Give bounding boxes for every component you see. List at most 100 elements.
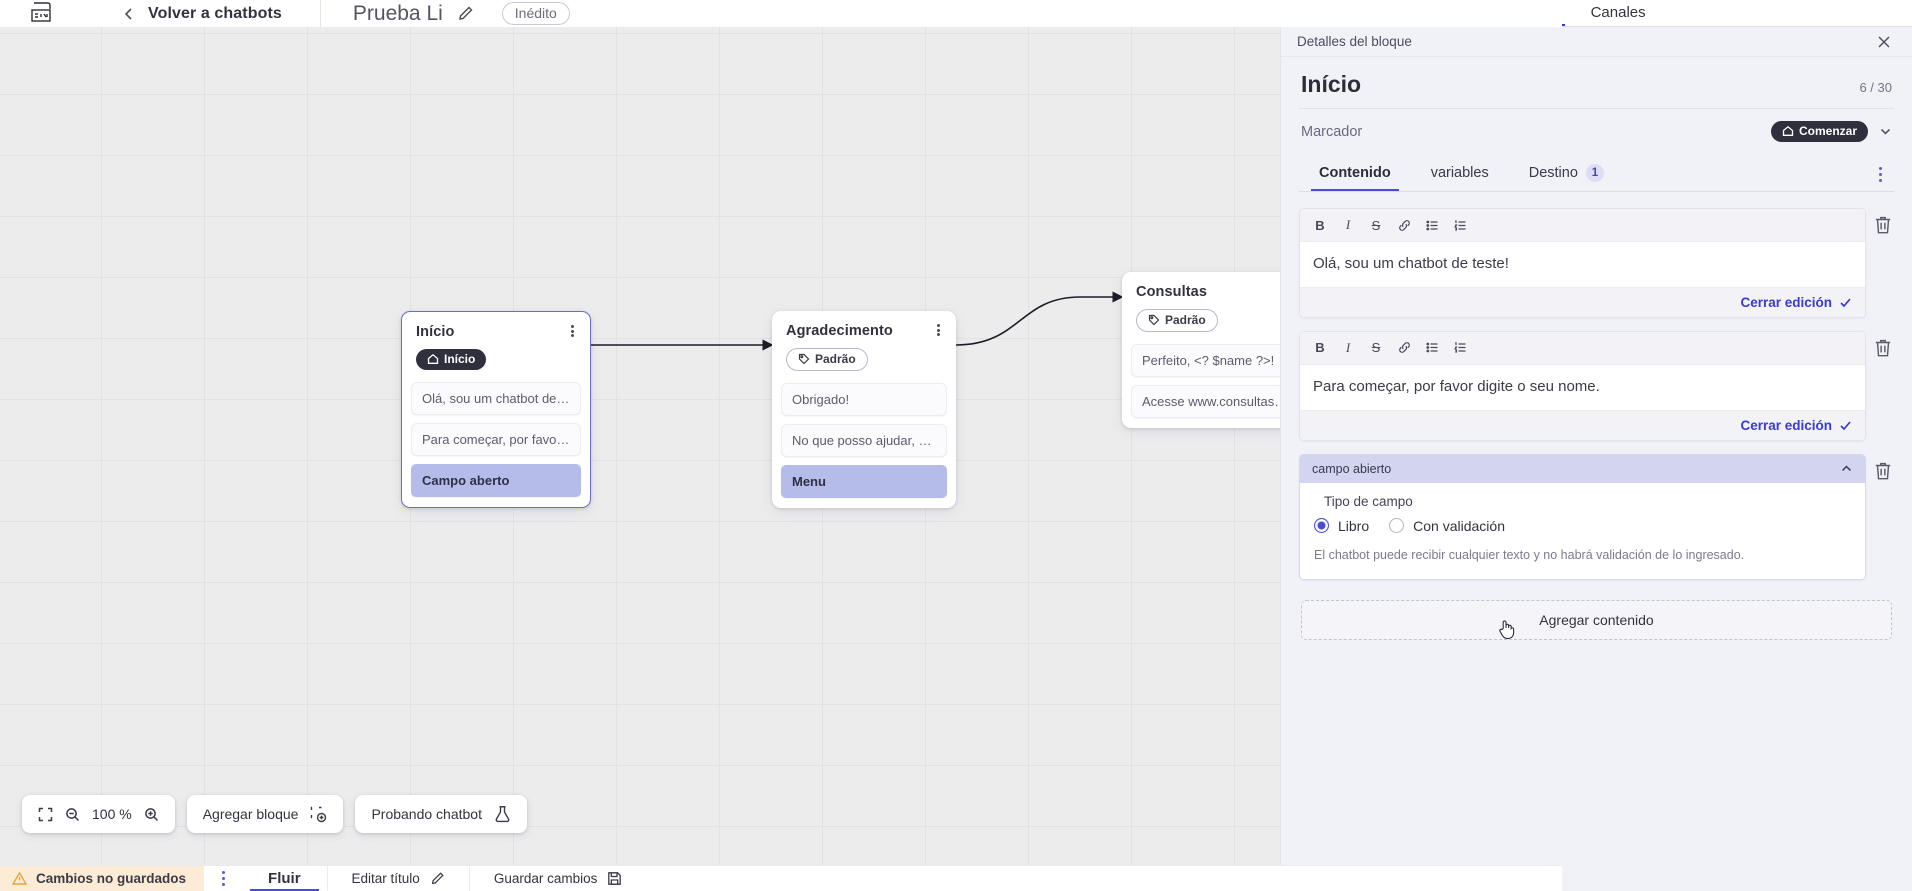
close-edit-link[interactable]: Cerrar edición (1740, 417, 1832, 433)
add-content-button[interactable]: Agregar contenido (1301, 600, 1892, 641)
field-card-title: campo abierto (1312, 461, 1392, 476)
node-title: Consultas (1136, 284, 1207, 300)
block-title: Início (1301, 71, 1362, 97)
numbered-list-icon[interactable] (1446, 214, 1474, 236)
marker-chip[interactable]: Comenzar (1770, 121, 1868, 142)
status-badge: Inédito (501, 2, 570, 25)
node-message[interactable]: Olá, sou um chatbot de teste! (411, 382, 581, 415)
node-message[interactable]: Obrigado! (781, 383, 947, 416)
chevron-down-icon[interactable] (1879, 125, 1892, 138)
editor-text[interactable]: Para começar, por favor digite o seu nom… (1313, 377, 1600, 395)
bold-icon[interactable]: B (1315, 217, 1325, 233)
trash-icon[interactable] (1872, 337, 1894, 359)
open-field-card[interactable]: campo abierto Tipo de campo Libro (1299, 453, 1866, 581)
node-message[interactable]: Perfeito, <? $name ?>! (1131, 344, 1301, 377)
link-icon[interactable] (1390, 214, 1418, 236)
field-card-body: Tipo de campo Libro Con validación (1300, 482, 1865, 580)
pencil-icon (431, 872, 444, 885)
node-highlight-row[interactable]: Campo aberto (411, 464, 581, 497)
strikethrough-icon[interactable]: S (1371, 217, 1381, 233)
save-changes-label: Guardar cambios (493, 871, 598, 886)
radio-dot (1314, 518, 1329, 533)
field-description: El chatbot puede recibir cualquier texto… (1314, 547, 1745, 562)
flask-icon (495, 806, 510, 823)
tag-icon (798, 353, 810, 365)
bullet-list-icon[interactable] (1418, 337, 1446, 359)
app-logo[interactable] (26, 0, 60, 27)
marker-chip-label: Comenzar (1798, 124, 1857, 138)
rich-text-editor[interactable]: B I S Olá, sou um chatbot de teste! Cerr… (1299, 208, 1866, 318)
radio-con-validacion[interactable]: Con validación (1389, 518, 1505, 534)
tab-fluir[interactable]: Fluir (242, 866, 327, 891)
node-tag[interactable]: Padrão (786, 348, 868, 371)
zoom-out-icon[interactable] (65, 807, 80, 822)
node-body: Olá, sou um chatbot de teste! Para começ… (402, 370, 590, 507)
add-block-button[interactable]: Agregar bloque (186, 795, 344, 833)
rich-text-editor[interactable]: B I S Para começar, por favor digite o s… (1299, 330, 1866, 441)
field-type-label: Tipo de campo (1324, 493, 1413, 509)
save-changes-button[interactable]: Guardar cambios (468, 866, 647, 891)
back-button[interactable] (122, 7, 136, 21)
italic-icon[interactable]: I (1345, 217, 1351, 232)
node-tag[interactable]: Padrão (1136, 309, 1218, 332)
tab-contenido-label: Contenido (1319, 165, 1391, 181)
trash-icon[interactable] (1872, 460, 1894, 482)
add-content-label: Agregar contenido (1539, 612, 1654, 629)
flow-node-consultas[interactable]: Consultas Padrão Perfeito, <? $name ?>! … (1122, 272, 1310, 428)
status-kebab-menu[interactable] (204, 866, 242, 891)
numbered-list-icon[interactable] (1446, 337, 1474, 359)
marker-controls: Comenzar (1770, 121, 1892, 142)
node-message[interactable]: Para começar, por favor digite o ... (411, 423, 581, 456)
node-tag[interactable]: Início (416, 349, 487, 370)
node-message[interactable]: Acesse www.consultas.com par... (1131, 385, 1301, 418)
content-editors: B I S Olá, sou um chatbot de teste! Cerr… (1299, 192, 1894, 641)
radio-libro[interactable]: Libro (1314, 518, 1369, 534)
editor-footer: Cerrar edición (1300, 409, 1865, 440)
node-message[interactable]: No que posso ajudar, <? $name ... (781, 424, 947, 457)
trash-icon[interactable] (1872, 214, 1894, 236)
panel-header-title: Detalles del bloque (1297, 34, 1412, 49)
test-chatbot-button[interactable]: Probando chatbot (355, 795, 527, 833)
home-icon (427, 353, 439, 364)
edit-title-icon[interactable] (457, 5, 474, 22)
check-icon (1840, 420, 1851, 430)
italic-icon[interactable]: I (1345, 339, 1351, 355)
zoom-in-icon[interactable] (144, 807, 159, 822)
marker-label: Marcador (1301, 123, 1363, 140)
back-to-chatbots-label[interactable]: Volver a chatbots (148, 4, 282, 22)
kebab-menu-icon[interactable] (931, 322, 945, 338)
edit-title-button[interactable]: Editar título (326, 866, 469, 891)
bold-icon[interactable]: B (1315, 340, 1325, 356)
flow-node-agradecimento[interactable]: Agradecimento Padrão Obrigado! No que po… (772, 311, 956, 508)
node-highlight-row[interactable]: Menu (781, 465, 947, 498)
zoom-controls[interactable]: 100 % (22, 795, 175, 833)
warning-triangle-icon (12, 871, 27, 885)
tab-canales[interactable]: Canales (1590, 4, 1646, 21)
editor-text[interactable]: Olá, sou um chatbot de teste! (1313, 255, 1509, 272)
link-icon[interactable] (1390, 337, 1418, 359)
node-tag-row: Início (402, 340, 590, 370)
radio-dot (1389, 518, 1405, 533)
chevron-up-icon[interactable] (1840, 462, 1853, 475)
panel-content-tabs: Contenido variables Destino 1 (1299, 158, 1894, 192)
kebab-menu-icon[interactable] (565, 323, 579, 339)
field-card-header[interactable]: campo abierto (1300, 454, 1865, 483)
test-chatbot-label: Probando chatbot (371, 806, 482, 822)
flow-node-inicio[interactable]: Início Início Olá, sou um chatbot de tes… (401, 311, 591, 508)
block-title-row: Início 6 / 30 (1299, 57, 1894, 109)
node-header: Início (402, 312, 590, 340)
strikethrough-icon[interactable]: S (1371, 340, 1381, 356)
marker-row: Marcador Comenzar (1299, 109, 1894, 152)
node-body: Obrigado! No que posso ajudar, <? $name … (772, 371, 956, 508)
bullet-list-icon[interactable] (1418, 214, 1446, 236)
content-tabs-kebab-menu[interactable] (1873, 162, 1888, 186)
tab-contenido[interactable]: Contenido (1299, 159, 1411, 191)
tab-variables[interactable]: variables (1411, 159, 1509, 190)
tab-destino[interactable]: Destino 1 (1509, 158, 1624, 191)
close-icon[interactable] (1876, 34, 1892, 50)
char-counter: 6 / 30 (1859, 80, 1892, 95)
close-edit-link[interactable]: Cerrar edición (1740, 294, 1832, 310)
radio-libro-label: Libro (1338, 517, 1370, 534)
unsaved-changes-label: Cambios no guardados (36, 871, 187, 886)
fit-screen-icon[interactable] (38, 807, 53, 822)
